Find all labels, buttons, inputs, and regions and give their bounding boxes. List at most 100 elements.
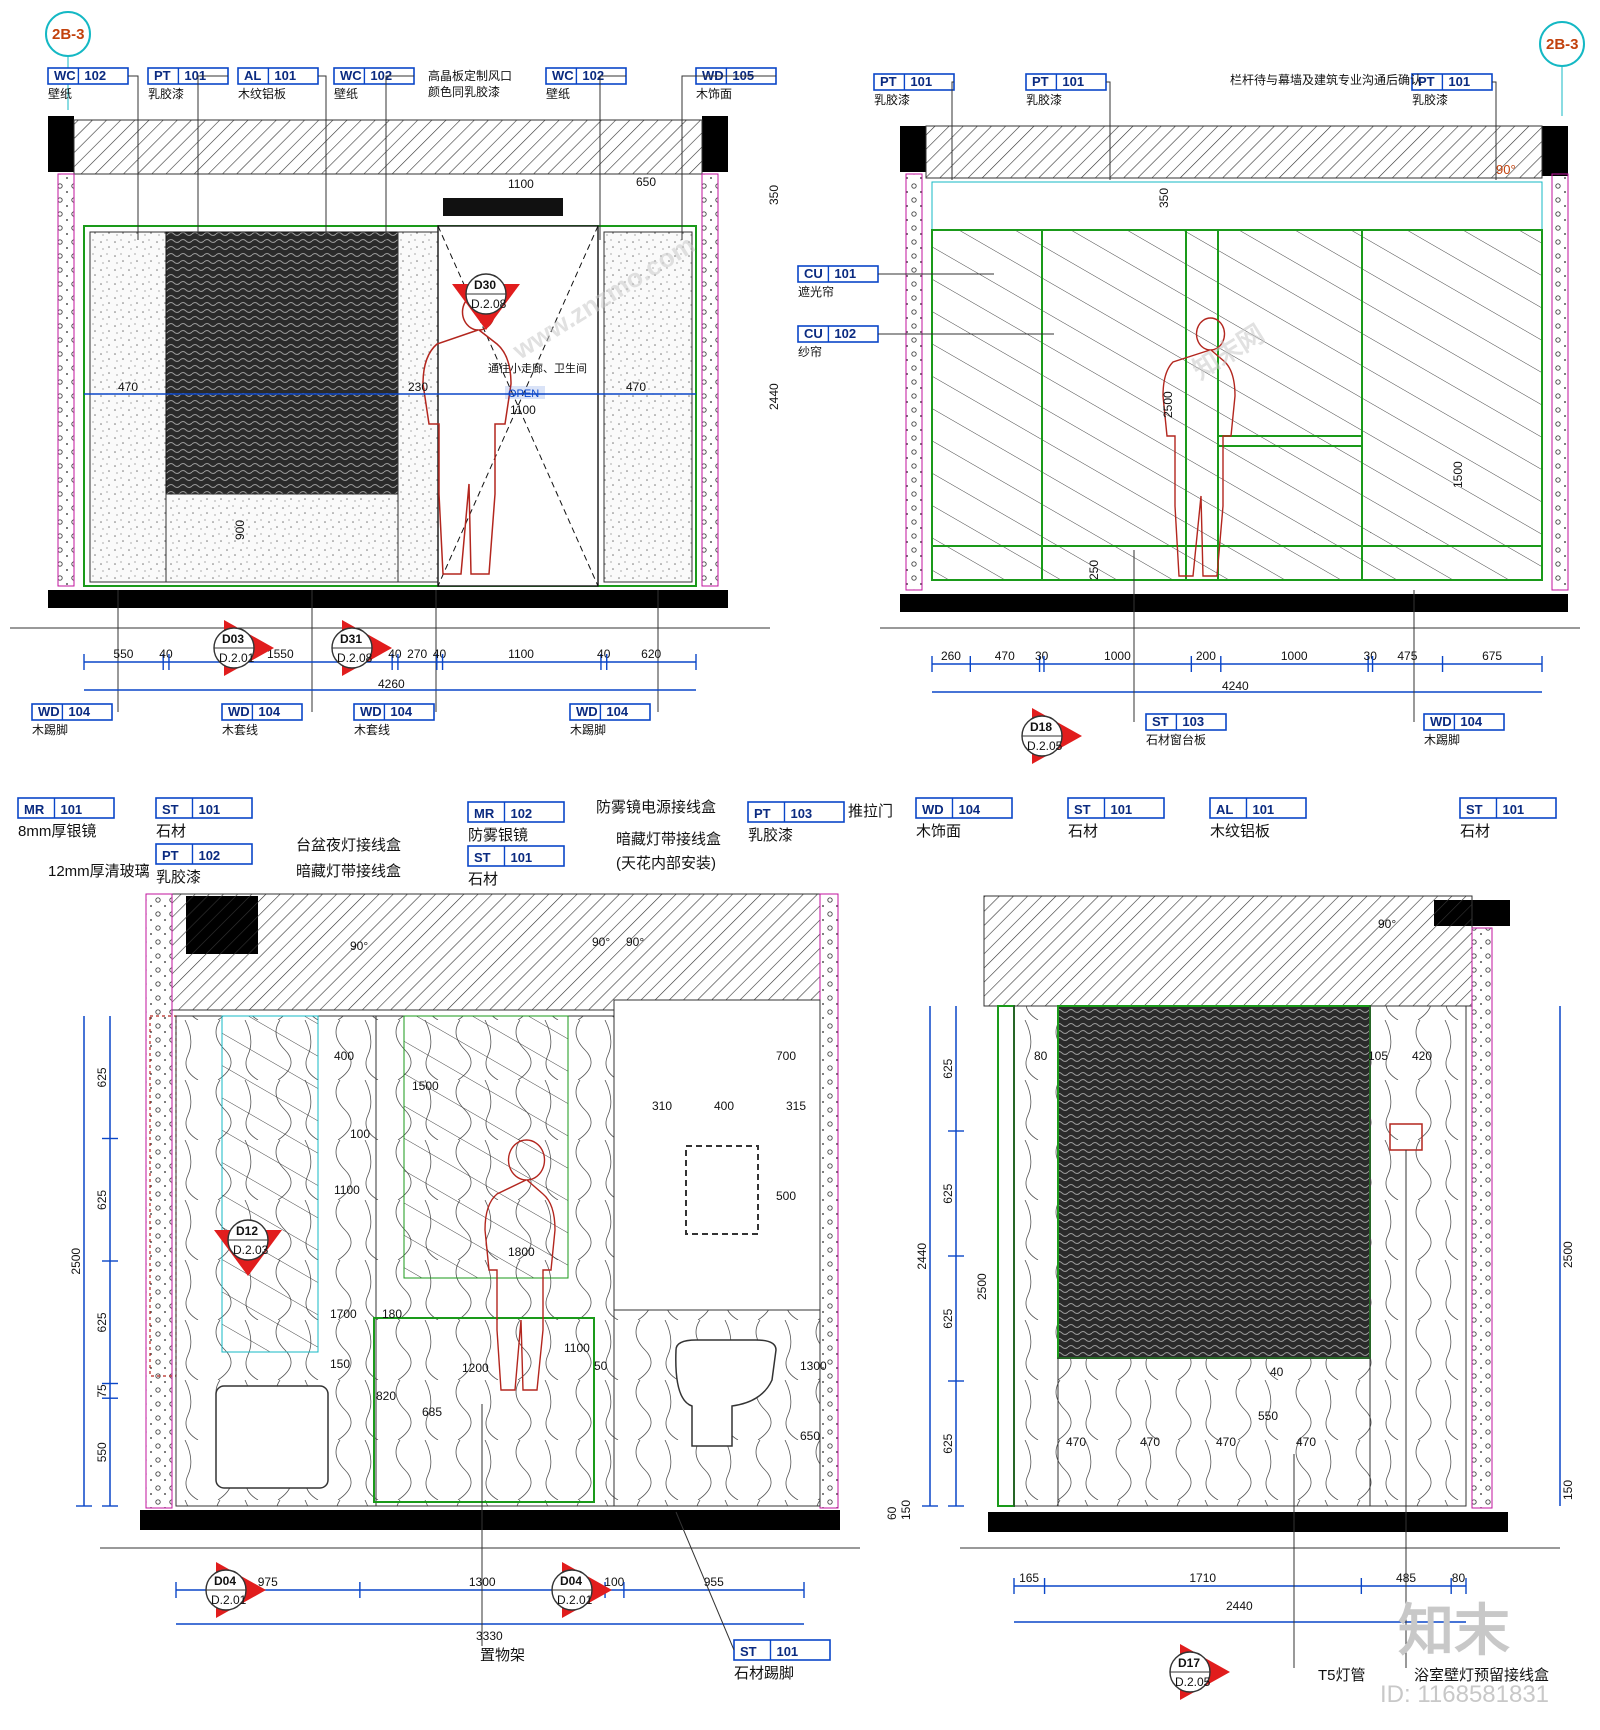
dim-total-4260: 4260 xyxy=(378,677,405,691)
tag-number: 101 xyxy=(1502,802,1524,817)
floor-slab xyxy=(900,594,1568,612)
note-led-1: 暗藏灯带接线盒 xyxy=(296,863,401,880)
dim-1100-door: 1100 xyxy=(510,403,536,417)
note-mirror-power: 防雾镜电源接线盒 xyxy=(596,798,716,816)
tag-note: 石材 xyxy=(1068,823,1098,840)
dim-value: 1550 xyxy=(267,647,294,661)
dim-value: 475 xyxy=(1397,649,1417,663)
dim-value: 1100 xyxy=(564,1341,590,1355)
dim-650: 650 xyxy=(636,175,656,189)
callout-sheet: D.2.03 xyxy=(233,1243,269,1257)
callout-id: D31 xyxy=(340,632,362,646)
dim-value: 650 xyxy=(800,1429,820,1443)
tag-number: 101 xyxy=(910,74,932,89)
callout-sheet: D.2.08 xyxy=(471,297,507,311)
tag-number: 101 xyxy=(1110,802,1132,817)
tag-code: ST xyxy=(162,802,179,817)
dim-value: 1710 xyxy=(1189,1571,1216,1585)
dim-value: 180 xyxy=(382,1307,402,1321)
dim-value: 40 xyxy=(597,647,611,661)
dim-value: 625 xyxy=(95,1067,109,1087)
callout-sheet: D.2.01 xyxy=(557,1593,593,1607)
curtain-box xyxy=(931,181,1543,231)
note-vent-1: 高晶板定制风口 xyxy=(428,68,512,83)
section-marker-right-label: 2B-3 xyxy=(1546,36,1579,53)
tag-number: 101 xyxy=(1252,802,1274,817)
wallpaper-panel-right xyxy=(603,231,693,583)
tag-note: 木纹铝板 xyxy=(238,86,286,101)
tag-note: 纱帘 xyxy=(798,344,822,359)
dim-1500: 1500 xyxy=(1451,461,1465,488)
dim-value: 165 xyxy=(1019,1571,1039,1585)
callout-sheet: D.2.01 xyxy=(211,1593,247,1607)
dim-value: 500 xyxy=(776,1189,796,1203)
dim-1100-top: 1100 xyxy=(508,177,534,191)
dim-value: 2440 xyxy=(915,1243,929,1270)
sliding-door xyxy=(997,1005,1015,1507)
angle-mark: 90° xyxy=(592,935,610,949)
tag-number: 102 xyxy=(84,68,106,83)
note-vanity-light: 台盆夜灯接线盒 xyxy=(296,837,401,854)
window-glazing xyxy=(931,229,1543,581)
dim-value: 485 xyxy=(1396,1571,1416,1585)
dim-value: 75 xyxy=(95,1384,109,1398)
tag-code: PT xyxy=(880,74,897,89)
dim-value: 60 xyxy=(885,1506,899,1520)
dim-value: 30 xyxy=(1364,649,1378,663)
floor-slab xyxy=(48,590,728,608)
dim-250: 250 xyxy=(1087,560,1101,580)
dim-value: 820 xyxy=(376,1389,396,1403)
bottom-left-inner-dims: 4001500100110018001700150180120082068511… xyxy=(330,935,827,1443)
tag-number: 101 xyxy=(184,68,206,83)
tag-code: ST xyxy=(740,1644,757,1659)
tag-number: 104 xyxy=(606,704,628,719)
tag-note: 乳胶漆 xyxy=(1412,92,1448,107)
dim-value: 625 xyxy=(941,1058,955,1078)
tag-note: 木踢脚 xyxy=(1424,732,1460,747)
dim-value: 310 xyxy=(652,1099,672,1113)
dim-2500: 2500 xyxy=(1161,391,1175,418)
tag-number: 104 xyxy=(258,704,280,719)
dim-value: 40 xyxy=(159,647,173,661)
dim-value: 685 xyxy=(422,1405,442,1419)
dim-value: 40 xyxy=(1270,1365,1284,1379)
tag-note: 壁纸 xyxy=(546,86,570,101)
tag-code: WD xyxy=(922,802,944,817)
dim-value: 620 xyxy=(641,647,661,661)
dim-value: 40 xyxy=(433,647,447,661)
aluminum-panel xyxy=(1057,1005,1371,1359)
tag-note: 木饰面 xyxy=(696,87,732,101)
detail-callouts: D30D.2.08D03D.2.01D31D.2.08D18D.2.05D12D… xyxy=(205,273,1230,1700)
dim-value: 1000 xyxy=(1104,649,1131,663)
tag-code: ST xyxy=(1074,802,1091,817)
dim-value: 955 xyxy=(704,1575,724,1589)
tag-number: 102 xyxy=(582,68,604,83)
note-t5-lamp: T5灯管 xyxy=(1318,1667,1366,1684)
dim-value: 50 xyxy=(594,1359,608,1373)
tag-number: 101 xyxy=(510,850,532,865)
tag-code: PT xyxy=(1418,74,1435,89)
tag-note: 木套线 xyxy=(222,723,258,737)
callout-id: D12 xyxy=(236,1224,258,1238)
human-figure xyxy=(484,1139,556,1391)
column-left xyxy=(900,126,926,172)
